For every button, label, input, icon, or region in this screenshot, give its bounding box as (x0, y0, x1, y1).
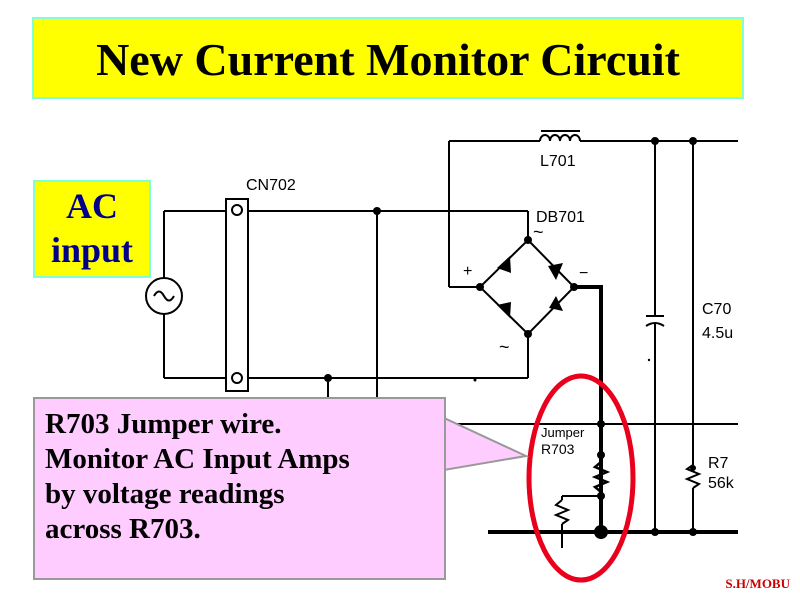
c70-label: C70 (702, 301, 731, 318)
highlight-ellipse (526, 373, 636, 583)
callout-line-4: across R703. (45, 513, 201, 545)
db-tilde-top: ~ (533, 222, 544, 242)
bridge-rectifier-db701 (476, 236, 578, 338)
r703-label: R703 (541, 441, 575, 457)
jumper-label: Jumper (541, 425, 585, 440)
page-title: New Current Monitor Circuit (96, 34, 680, 85)
junction-dot (597, 420, 605, 428)
ac-source-symbol (145, 277, 183, 315)
junction-dot (690, 465, 696, 471)
resistor-small (553, 499, 571, 525)
negative-rail-wire (574, 285, 603, 532)
c70-sub-label: 4.5u (702, 325, 733, 342)
junction-dot (597, 451, 605, 459)
callout-line-1: R703 Jumper wire. (45, 408, 282, 440)
junction-dot (647, 358, 651, 362)
db-plus-label: + (463, 263, 472, 280)
db701-label: DB701 (536, 209, 585, 226)
resistor-r703 (591, 461, 611, 493)
junction-dot (473, 378, 477, 382)
callout-pointer (443, 416, 530, 472)
callout-line-3: by voltage readings (45, 478, 285, 510)
resistor-r7 (684, 464, 702, 489)
db-minus-label: − (579, 265, 588, 282)
title-banner: New Current Monitor Circuit (32, 17, 744, 99)
inductor-l701 (539, 134, 581, 142)
r7-label: R7 (708, 455, 729, 472)
connector-cn702 (225, 198, 249, 392)
callout-box: R703 Jumper wire. Monitor AC Input Amps … (33, 397, 446, 580)
footer-credit: S.H/MOBU (725, 576, 790, 591)
ac-label-line1: AC (66, 186, 118, 226)
callout-line-2: Monitor AC Input Amps (45, 443, 350, 475)
ac-input-label: AC input (33, 180, 151, 278)
ac-label-line2: input (50, 230, 134, 270)
capacitor-c70 (645, 315, 665, 327)
r7-value: 56k (708, 475, 735, 492)
l701-label: L701 (540, 153, 576, 170)
cn702-label: CN702 (246, 177, 296, 194)
db-tilde-bottom: ~ (499, 337, 510, 357)
